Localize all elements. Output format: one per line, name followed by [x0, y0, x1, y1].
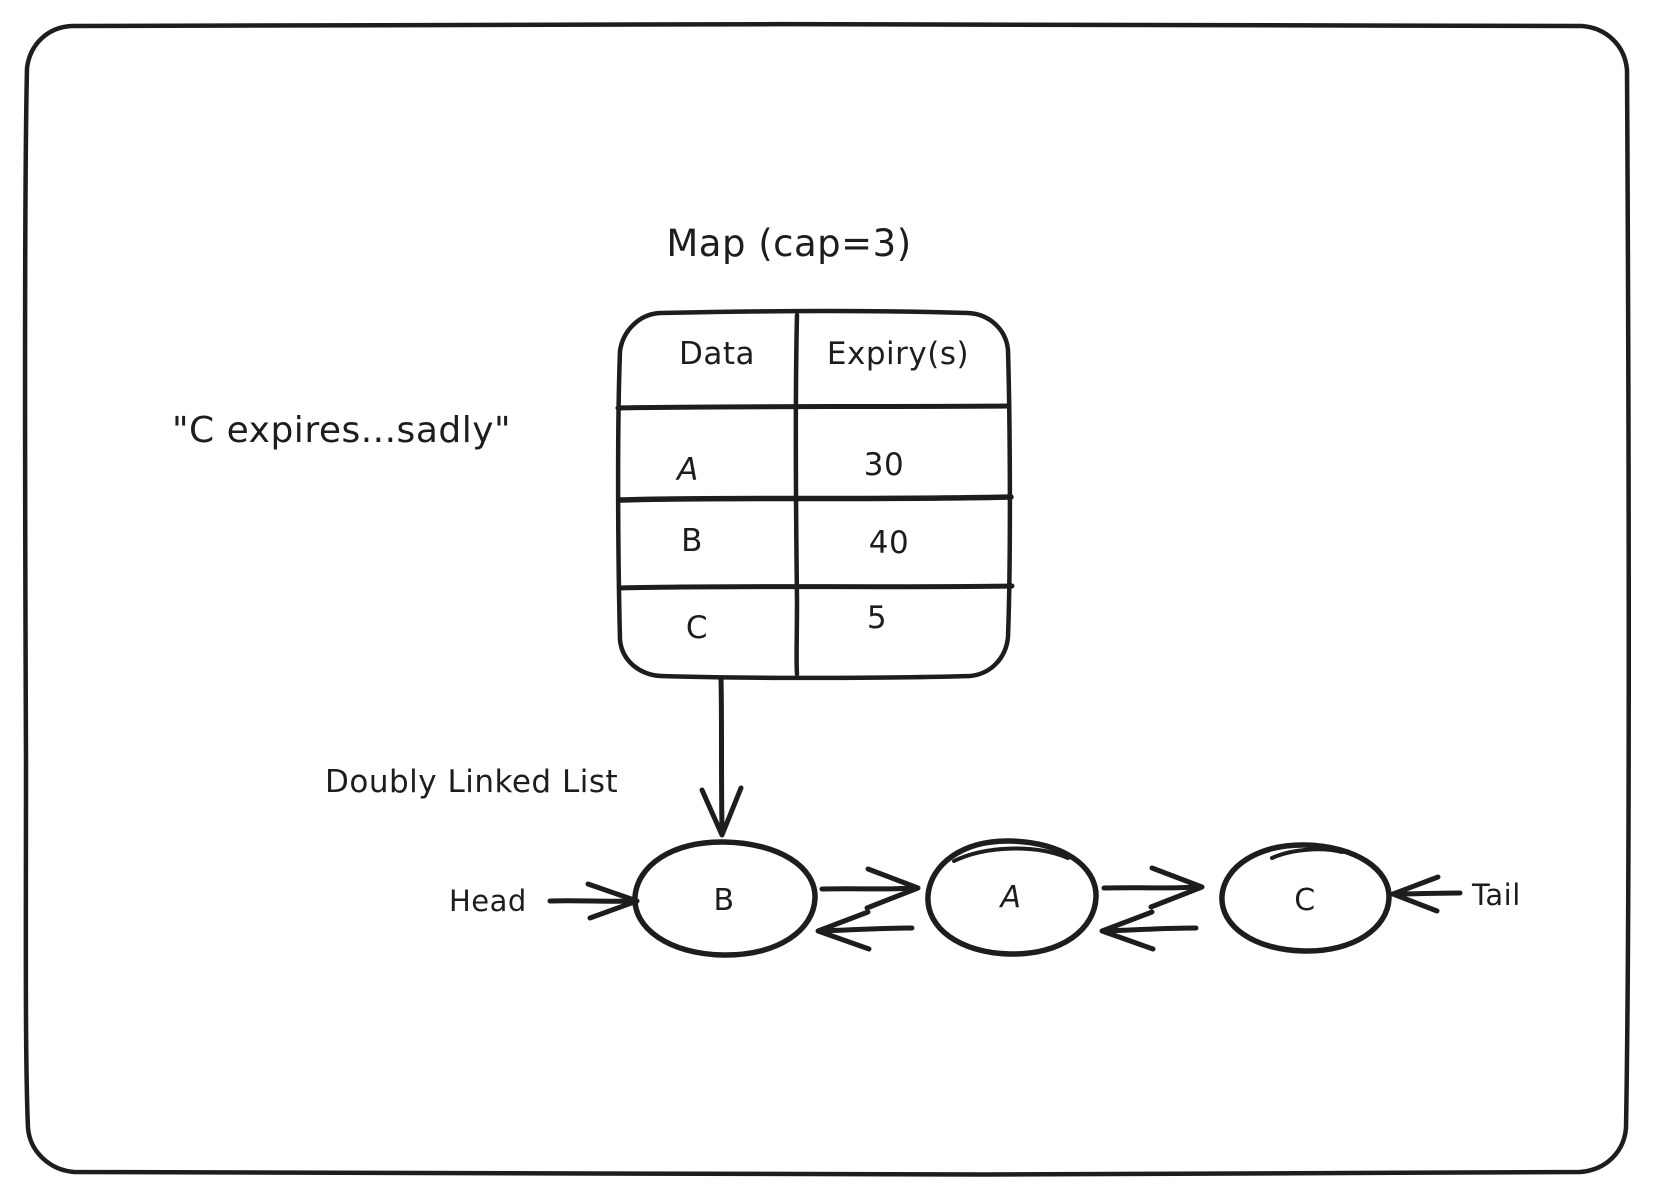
map-to-list-arrow-shaft — [718, 675, 725, 831]
canvas-frame — [22, 21, 1631, 1177]
map-header-rule — [615, 403, 1012, 411]
map-cell-data-2: C — [685, 610, 709, 646]
map-cell-data-1: B — [681, 523, 703, 559]
expiry-note: "C expires...sadly" — [172, 410, 512, 451]
map-cell-expiry-1: 40 — [868, 525, 910, 561]
tail-arrow-shaft — [1395, 890, 1463, 897]
map-title: Map (cap=3) — [666, 222, 912, 265]
node-ellipse-c-overstroke — [1270, 847, 1344, 860]
map-row-rule-2 — [617, 583, 1015, 591]
tail-label: Tail — [1472, 878, 1521, 912]
link-backward-a-b-head — [815, 909, 872, 952]
map-column-header-data: Data — [678, 336, 756, 372]
link-backward-c-a-head — [1099, 909, 1156, 952]
map-cell-data-0: A — [677, 452, 699, 488]
structure-label: Doubly Linked List — [325, 764, 619, 800]
link-forward-b-a-head — [864, 866, 921, 911]
map-column-divider — [793, 312, 800, 677]
map-table-outline — [615, 308, 1013, 681]
link-backward-a-b-shaft — [819, 925, 915, 934]
map-cell-expiry-2: 5 — [866, 600, 888, 636]
node-ellipse-a — [925, 838, 1099, 957]
map-cell-expiry-0: 30 — [863, 447, 905, 483]
node-label-c: C — [1294, 883, 1316, 918]
head-arrow-shaft — [547, 898, 633, 904]
map-row-rule-1 — [617, 494, 1014, 503]
link-forward-a-c-head — [1148, 865, 1205, 910]
tail-arrow-head — [1390, 874, 1441, 914]
node-ellipse-a-overstroke — [952, 846, 1070, 863]
link-forward-b-a-shaft — [819, 885, 915, 892]
head-label: Head — [449, 884, 527, 918]
link-forward-a-c-shaft — [1101, 884, 1199, 891]
map-column-header-expiry: Expiry(s) — [826, 336, 970, 372]
node-ellipse-b — [632, 839, 818, 958]
node-ellipse-c — [1219, 842, 1392, 954]
map-to-list-arrow-head — [699, 785, 744, 838]
node-label-b: B — [713, 883, 735, 918]
link-backward-c-a-shaft — [1103, 925, 1199, 934]
node-label-a: A — [1000, 880, 1022, 915]
